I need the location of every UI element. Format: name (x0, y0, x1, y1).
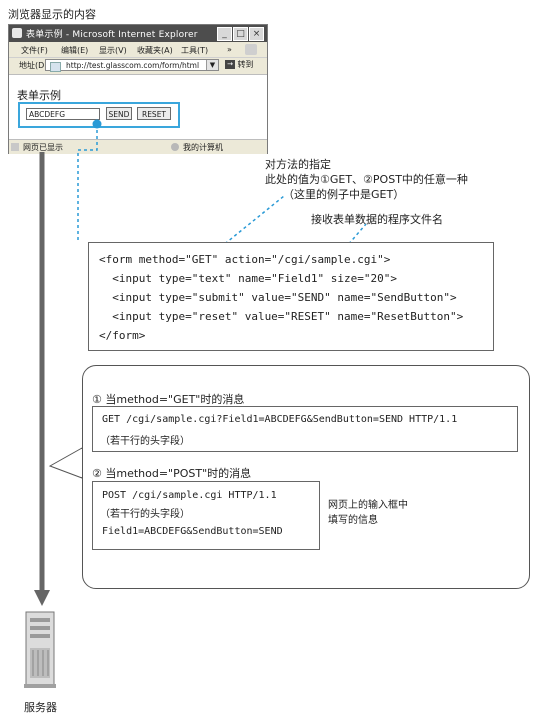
page-heading: 表单示例 (17, 89, 61, 102)
input-note-line2: 填写的信息 (328, 515, 378, 526)
form-code-box: <form method="GET" action="/cgi/sample.c… (88, 242, 494, 351)
code-line: <input type="submit" value="SEND" name="… (99, 291, 457, 304)
method-annotation-line (210, 195, 285, 256)
reset-button[interactable]: RESET (137, 107, 171, 120)
windows-logo-icon (245, 44, 257, 55)
form-highlight: ABCDEFG SEND RESET (18, 102, 180, 128)
status-left: 网页已显示 (23, 143, 63, 152)
post-body-line: Field1=ABCDEFG&SendButton=SEND (102, 526, 283, 537)
method-note-line1: 对方法的指定 (265, 158, 331, 171)
page-status-icon (11, 143, 19, 151)
status-right: 我的计算机 (183, 143, 223, 152)
code-line: <input type="reset" value="RESET" name="… (99, 310, 464, 323)
address-input[interactable]: http://test.glasscom.com/form/html ▼ (45, 59, 219, 72)
input-note-line1: 网页上的输入框中 (328, 500, 408, 511)
menu-file[interactable]: 文件(F) (21, 46, 48, 55)
form-to-code-line (77, 124, 98, 242)
message-bubble (82, 365, 530, 589)
minimize-icon[interactable]: _ (217, 27, 232, 41)
code-line: </form> (99, 329, 146, 342)
get-message-box: GET /cgi/sample.cgi?Field1=ABCDEFG&SendB… (92, 406, 518, 452)
post-headers-note: （若干行的头字段） (100, 509, 190, 520)
menu-bar: 文件(F) 编辑(E) 显示(V) 收藏夹(A) 工具(T) » (9, 43, 267, 58)
post-request-line: POST /cgi/sample.cgi HTTP/1.1 (102, 490, 277, 501)
go-label: 转到 (237, 60, 254, 69)
action-note: 接收表单数据的程序文件名 (311, 213, 443, 226)
server-label: 服务器 (24, 701, 57, 714)
get-headers-note: （若干行的头字段） (100, 436, 190, 447)
computer-icon (171, 143, 179, 151)
bubble-tail (48, 447, 83, 479)
send-button[interactable]: SEND (106, 107, 132, 120)
ie-icon (12, 28, 22, 38)
window-title: 表单示例 - Microsoft Internet Explorer (26, 30, 198, 40)
get-heading: ① 当method="GET"时的消息 (92, 393, 245, 406)
browser-window: 表单示例 - Microsoft Internet Explorer _ □ ×… (8, 24, 268, 154)
menu-edit[interactable]: 编辑(E) (61, 46, 89, 55)
go-arrow-icon: → (225, 60, 235, 69)
menu-more[interactable]: » (227, 45, 232, 54)
maximize-icon[interactable]: □ (233, 27, 248, 41)
post-heading: ② 当method="POST"时的消息 (92, 467, 252, 480)
menu-favorites[interactable]: 收藏夹(A) (137, 46, 173, 55)
address-url: http://test.glasscom.com/form/html (66, 61, 200, 70)
title-bar: 表单示例 - Microsoft Internet Explorer _ □ × (9, 25, 267, 42)
get-request-line: GET /cgi/sample.cgi?Field1=ABCDEFG&SendB… (102, 414, 458, 425)
method-note-line2: 此处的值为①GET、②POST中的任意一种 (265, 173, 468, 186)
post-message-box: POST /cgi/sample.cgi HTTP/1.1 （若干行的头字段） … (92, 481, 320, 550)
browser-caption: 浏览器显示的内容 (8, 8, 96, 21)
menu-tools[interactable]: 工具(T) (181, 46, 209, 55)
page-icon (50, 62, 61, 72)
go-button[interactable]: → 转到 (225, 59, 263, 71)
dropdown-arrow-icon[interactable]: ▼ (206, 60, 218, 70)
address-bar: 地址(D) http://test.glasscom.com/form/html… (9, 58, 267, 75)
address-label: 地址(D) (19, 61, 48, 70)
status-bar: 网页已显示 我的计算机 (9, 139, 267, 154)
form-dot (92, 119, 102, 129)
method-note-line3: （这里的例子中是GET） (283, 188, 405, 201)
code-line: <form method="GET" action="/cgi/sample.c… (99, 253, 391, 266)
code-line: <input type="text" name="Field1" size="2… (99, 272, 398, 285)
server-icon (24, 611, 56, 688)
menu-view[interactable]: 显示(V) (99, 46, 127, 55)
flow-arrow-head (34, 590, 50, 606)
close-icon[interactable]: × (249, 27, 264, 41)
text-field[interactable]: ABCDEFG (26, 108, 100, 120)
